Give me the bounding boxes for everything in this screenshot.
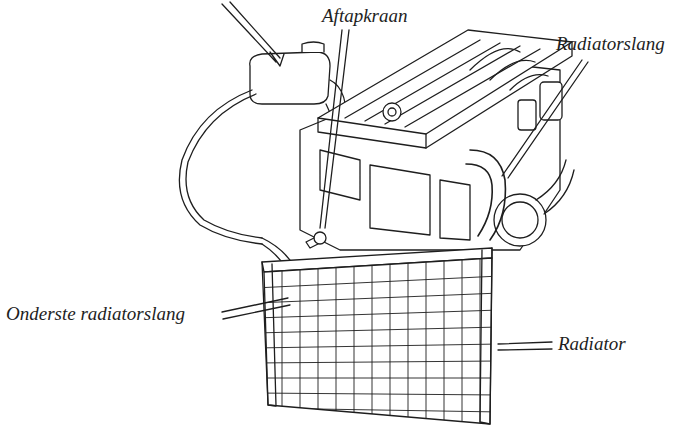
radiator-side-tank xyxy=(262,262,276,406)
cam-cover xyxy=(318,42,572,148)
engine-detail xyxy=(320,150,470,240)
leader-arrow xyxy=(222,298,290,319)
intake-duct xyxy=(536,160,574,214)
leader-arrow xyxy=(502,60,588,178)
upper-radiator-hose xyxy=(466,164,492,236)
intake-duct xyxy=(494,194,546,246)
oil-cap xyxy=(388,108,396,116)
part-label: Onderste radiatorslang xyxy=(6,304,185,325)
part-label: Aftapkraan xyxy=(322,6,408,27)
tank-hose xyxy=(186,94,262,238)
sensor xyxy=(518,100,536,130)
upper-radiator-hose xyxy=(470,150,505,240)
leader-arrow xyxy=(222,2,284,66)
radiator-core xyxy=(255,240,500,428)
radiator xyxy=(264,258,492,424)
oil-cap xyxy=(383,103,401,121)
tank-cap xyxy=(302,42,324,52)
drain-tap xyxy=(314,232,326,244)
cam-cover xyxy=(425,134,426,148)
cam-cover-ribs xyxy=(345,40,540,127)
tank-hose xyxy=(179,90,262,244)
expansion-tank xyxy=(250,52,330,104)
spark-leads xyxy=(470,49,548,90)
drain-tap xyxy=(306,238,318,248)
leader-arrow xyxy=(498,342,552,350)
cam-cover xyxy=(318,30,572,134)
part-label: Radiatorslang xyxy=(556,34,665,55)
radiator-side-tank xyxy=(480,248,492,424)
leader-arrow xyxy=(320,30,349,228)
sensor xyxy=(540,82,562,120)
part-label: Radiator xyxy=(558,334,626,355)
intake-duct xyxy=(502,202,538,238)
